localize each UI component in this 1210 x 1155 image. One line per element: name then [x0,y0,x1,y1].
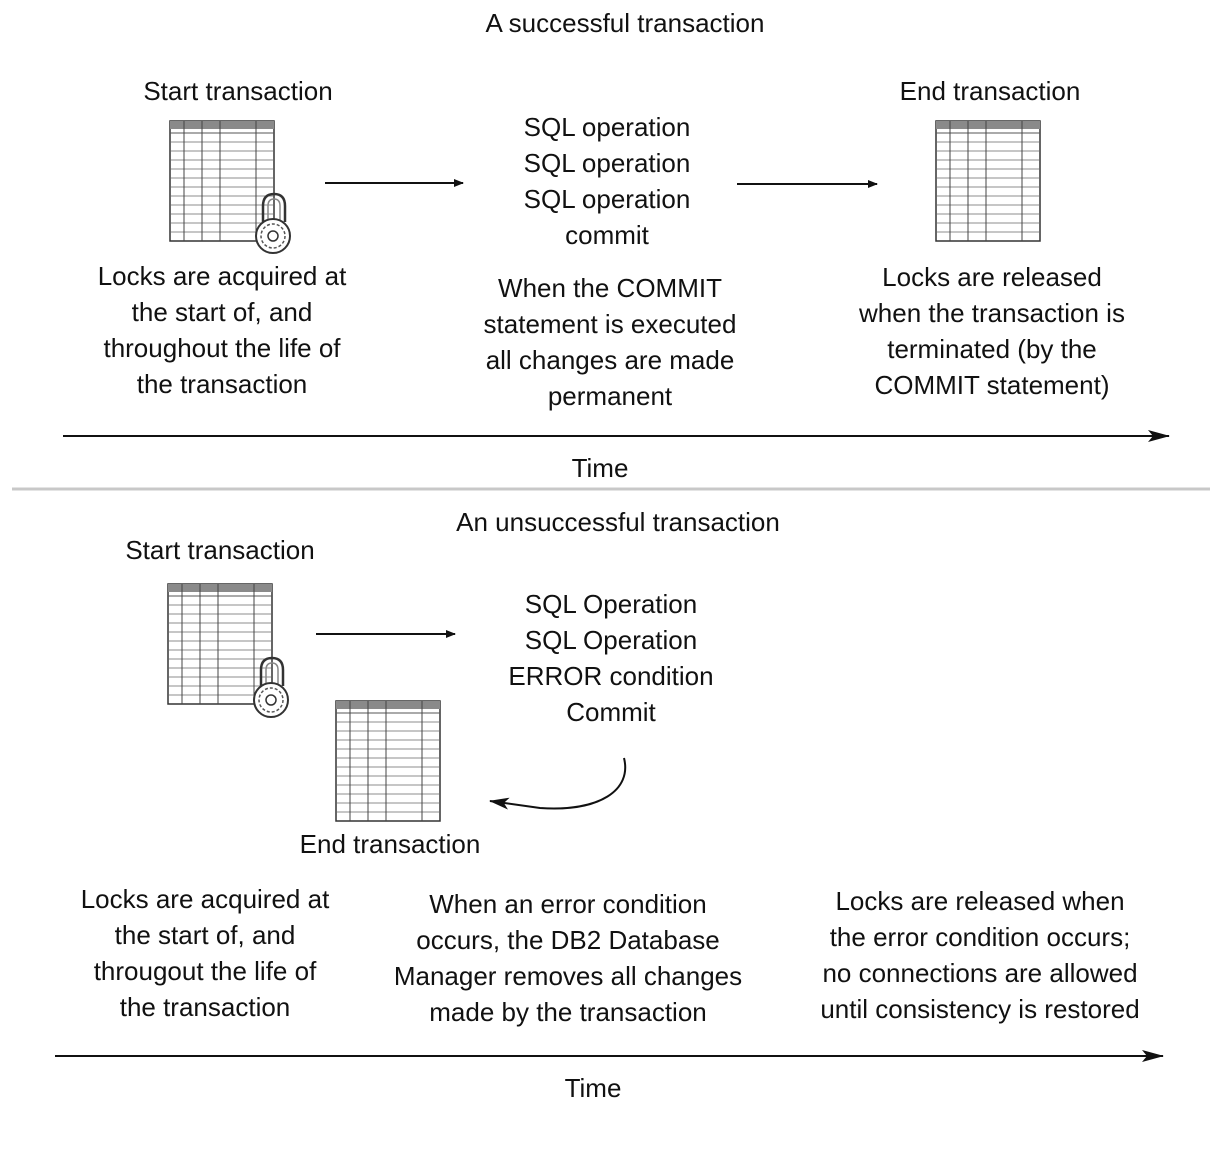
successful-end-label: End transaction [899,76,1081,106]
operation-item: SQL Operation [524,589,698,619]
operation-item: Commit [566,697,656,727]
unsuccessful-end-label: End transaction [299,829,481,859]
operation-item: SQL Operation [524,625,698,655]
successful-title: A successful transaction [485,8,765,38]
unsuccessful-middle-note: When an error condition occurs, the DB2 … [393,889,743,1027]
unsuccessful-time-label: Time [564,1073,622,1103]
successful-start-label: Start transaction [143,76,333,106]
successful-right-note: Locks are released when the transaction … [859,262,1125,400]
successful-time-label: Time [571,453,629,483]
operation-item: ERROR condition [508,661,714,691]
operation-item: commit [565,220,649,250]
successful-end-table-icon [935,120,1041,242]
unsuccessful-right-note: Locks are released when the error condit… [820,886,1140,1024]
operation-item: SQL operation [523,112,691,142]
unsuccessful-left-note: Locks are acquired at the start of, and … [80,884,330,1022]
rollback-curved-arrow [489,757,627,810]
successful-left-note: Locks are acquired at the start of, and … [97,261,347,399]
unsuccessful-start-table-icon [167,583,273,705]
unsuccessful-end-table-icon [335,700,441,822]
successful-operations-list: SQL operation SQL operation SQL operatio… [457,109,757,253]
operation-item: SQL operation [523,184,691,214]
operation-item: SQL operation [523,148,691,178]
unsuccessful-title: An unsuccessful transaction [456,507,780,537]
successful-start-table-icon [169,120,275,242]
successful-middle-note: When the COMMIT statement is executed al… [483,273,737,411]
unsuccessful-start-label: Start transaction [125,535,315,565]
unsuccessful-operations-list: SQL Operation SQL Operation ERROR condit… [461,586,761,730]
